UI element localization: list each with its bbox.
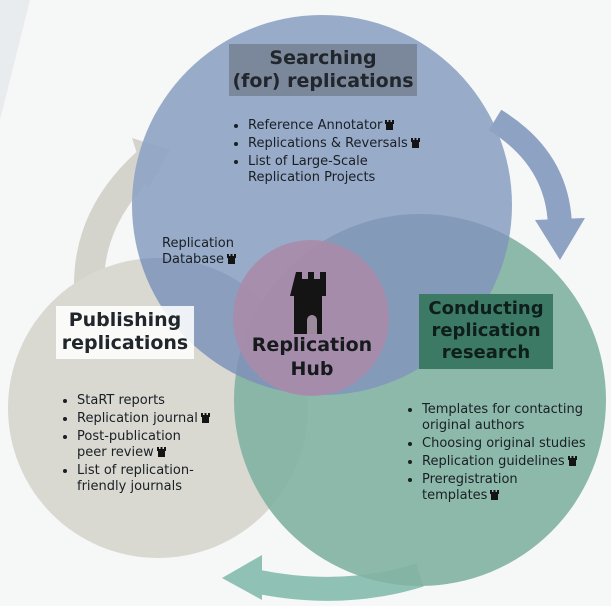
list-item: Replication journal [77,411,257,427]
list-item: StaRT reports [77,393,257,409]
castle-tower-icon [567,456,577,466]
searching-list: Reference Annotator Replications & Rever… [230,118,478,188]
arrow-blue [488,109,572,231]
castle-tower-icon [200,413,210,423]
castle-tower-icon [156,447,166,457]
list-item: Choosing original studies [422,436,611,452]
list-item: Reference Annotator [248,118,478,134]
searching-title: Searching (for) replications [229,44,417,97]
replication-database-label: Replication Database [162,236,272,268]
castle-tower-icon [290,272,326,334]
list-item: List of replication-friendly journals [77,463,257,495]
castle-tower-icon [410,138,420,148]
castle-tower-icon [385,120,395,130]
arrow-blue-head [535,218,585,260]
conducting-title: Conducting replication research [419,294,553,369]
arrow-teal-head [222,555,262,600]
list-item: Replication guidelines [422,454,611,470]
castle-tower-icon [490,490,500,500]
publishing-list: StaRT reports Replication journal Post-p… [59,393,257,497]
overlap-search-publish [132,258,308,395]
backdrop-shape [0,0,30,120]
publishing-title: Publishing replications [56,306,194,360]
castle-tower-icon [227,254,237,264]
hub-label: Replication Hub [251,334,373,380]
list-item: Replications & Reversals [248,136,478,152]
